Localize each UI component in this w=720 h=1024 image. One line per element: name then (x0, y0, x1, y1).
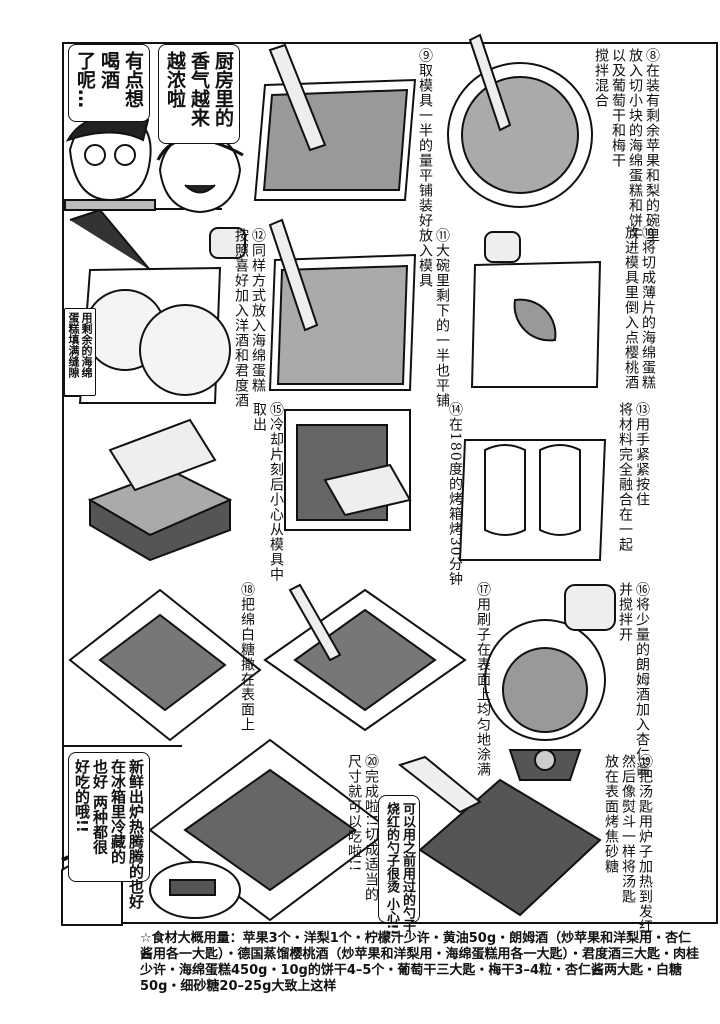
bubble-line: 可以用之前用过的勺子 (400, 802, 415, 932)
woman-character (156, 133, 244, 214)
plate-cake-sugar (68, 588, 262, 742)
mold-second-layer (268, 218, 417, 391)
step-19-caption: ⑲把汤匙用炉子加热到发红 然后像熨斗一样将汤匙 放在表面烤焦砂糖 (602, 754, 653, 934)
step-9-caption: ⑨取模具一半的量平铺装好 (416, 48, 433, 228)
caption-line: 放入切小块的海绵蛋糕和饼干 (627, 48, 643, 243)
caption-line: ⑩将切成薄片的海绵蛋糕 (640, 225, 656, 390)
caption-line: 以及葡萄干和梅干 (610, 48, 626, 168)
caption-line: 尺寸就可以吃啦!! (346, 754, 362, 873)
caption-line: 放在表面烤焦砂糖 (603, 754, 619, 874)
caption-line: 并搅拌开 (617, 582, 633, 642)
caption-line: ⑪大碗里剩下的一半也平铺 (434, 228, 450, 408)
speech-bubble-spoon-warning: 可以用之前用过的勺子 烧红的勺子很烫 小心!! (378, 795, 420, 936)
caption-line: ⑬用手紧紧按住 (634, 402, 650, 507)
mold-sponge-liquor (69, 208, 246, 404)
step-8-caption: ⑧在装有剩余苹果和梨的碗里 放入切小块的海绵蛋糕和饼干 以及葡萄干和梅干 搅拌混… (592, 48, 660, 243)
caption-line: ⑧在装有剩余苹果和梨的碗里 (644, 48, 660, 243)
step-12-caption: ⑫同样方式放入海绵蛋糕 按照喜好加入洋酒和君度酒 (232, 228, 266, 408)
caption-line: ⑳完成啦!!切成适当的 (363, 754, 379, 903)
caramelizing-cake (397, 749, 602, 917)
step-20-caption: ⑳完成啦!!切成适当的 尺寸就可以吃啦!! (345, 754, 379, 902)
bubble-line: 用剩余的海绵 (80, 312, 93, 378)
bowl-almond-paste (484, 584, 616, 741)
bubble-line: 喝酒 (98, 51, 120, 89)
bubble-line: 越浓啦 (164, 51, 186, 108)
panel-divider (62, 395, 82, 397)
speech-bubble-man-bottom: 新鲜出炉热腾腾的也好 在冰箱里冷藏的 也好 两种都很 好吃的哦!! (68, 752, 150, 909)
caption-line: ⑯将少量的朗姆酒加入杏仁酱 (634, 582, 650, 777)
step-11-caption: ⑪大碗里剩下的一半也平铺 放入模具 (416, 228, 450, 408)
speech-bubble-fill-gap: 用剩余的海绵 蛋糕填满缝隙 (64, 308, 96, 396)
step-17-caption: ⑰用刷子在表面上均匀地涂满 (474, 582, 491, 777)
bubble-line: 也好 两种都很 (91, 759, 109, 855)
caption-line: ⑲把汤匙用炉子加热到发红 (637, 754, 653, 934)
caption-line: ⑨取模具一半的量平铺装好 (417, 48, 433, 228)
bubble-line: 烧红的勺子很烫 小心!! (384, 802, 399, 936)
caption-line: 取出 (251, 402, 267, 432)
step-15-caption: ⑮冷却片刻后小心从模具中 取出 (250, 402, 284, 582)
bubble-line: 有点想 (122, 51, 144, 108)
step-18-caption: ⑱把绵白糖撒在表面上 (238, 582, 255, 732)
caption-line: ⑰用刷子在表面上均匀地涂满 (475, 582, 491, 777)
panel-divider (62, 745, 182, 747)
caption-line: ⑫同样方式放入海绵蛋糕 (250, 228, 266, 393)
bubble-line: 香气越来 (188, 51, 210, 127)
bubble-line: 在冰箱里冷藏的 (109, 759, 127, 864)
caption-line: ⑱把绵白糖撒在表面上 (239, 582, 255, 732)
bubble-line: 好吃的哦!! (73, 759, 91, 833)
step-10-caption: ⑩将切成薄片的海绵蛋糕 放进模具里倒入点樱桃酒 (622, 225, 656, 390)
caption-line: 然后像熨斗一样将汤匙 (620, 754, 636, 904)
step-14-caption: ⑭在180度的烤箱烤30分钟 (446, 402, 463, 587)
speech-bubble-man-top: 有点想 喝酒 了呢… (68, 44, 150, 122)
step-16-caption: ⑯将少量的朗姆酒加入杏仁酱 并搅拌开 (616, 582, 650, 777)
manga-page-frame (62, 42, 718, 924)
finished-cake-plate (148, 738, 392, 922)
mold-sponge-slices (470, 231, 602, 388)
step-13-caption: ⑬用手紧紧按住 将材料完全融合在一起 (616, 402, 650, 552)
cake-block-removed (87, 418, 233, 562)
caption-line: 搅拌混合 (593, 48, 609, 108)
caption-line: ⑭在180度的烤箱烤30分钟 (447, 402, 463, 587)
plate-cake-brushing (263, 583, 467, 732)
bubble-line: 新鲜出炉热腾腾的也好 (127, 759, 145, 909)
oven (284, 409, 412, 531)
man-character (64, 113, 156, 211)
bubble-line: 了呢… (74, 51, 96, 108)
caption-line: ⑮冷却片刻后小心从模具中 (268, 402, 284, 582)
caption-line: 按照喜好加入洋酒和君度酒 (233, 228, 249, 408)
caption-line: 放进模具里倒入点樱桃酒 (623, 225, 639, 390)
caption-line: 放入模具 (417, 228, 433, 288)
mold-half-filled (253, 43, 417, 201)
bubble-line: 厨房里的 (212, 51, 234, 127)
bubble-line: 蛋糕填满缝隙 (67, 312, 80, 378)
caption-line: 将材料完全融合在一起 (617, 402, 633, 552)
mixing-bowl (447, 33, 593, 208)
speech-bubble-woman-top: 厨房里的 香气越来 越浓啦 (158, 44, 240, 144)
ingredients-note: ☆食材大概用量：苹果3个・洋梨1个・柠檬汁少许・黄油50g・朗姆酒（炒苹果和洋梨… (140, 931, 700, 994)
hands-pressing-mold (458, 439, 607, 561)
